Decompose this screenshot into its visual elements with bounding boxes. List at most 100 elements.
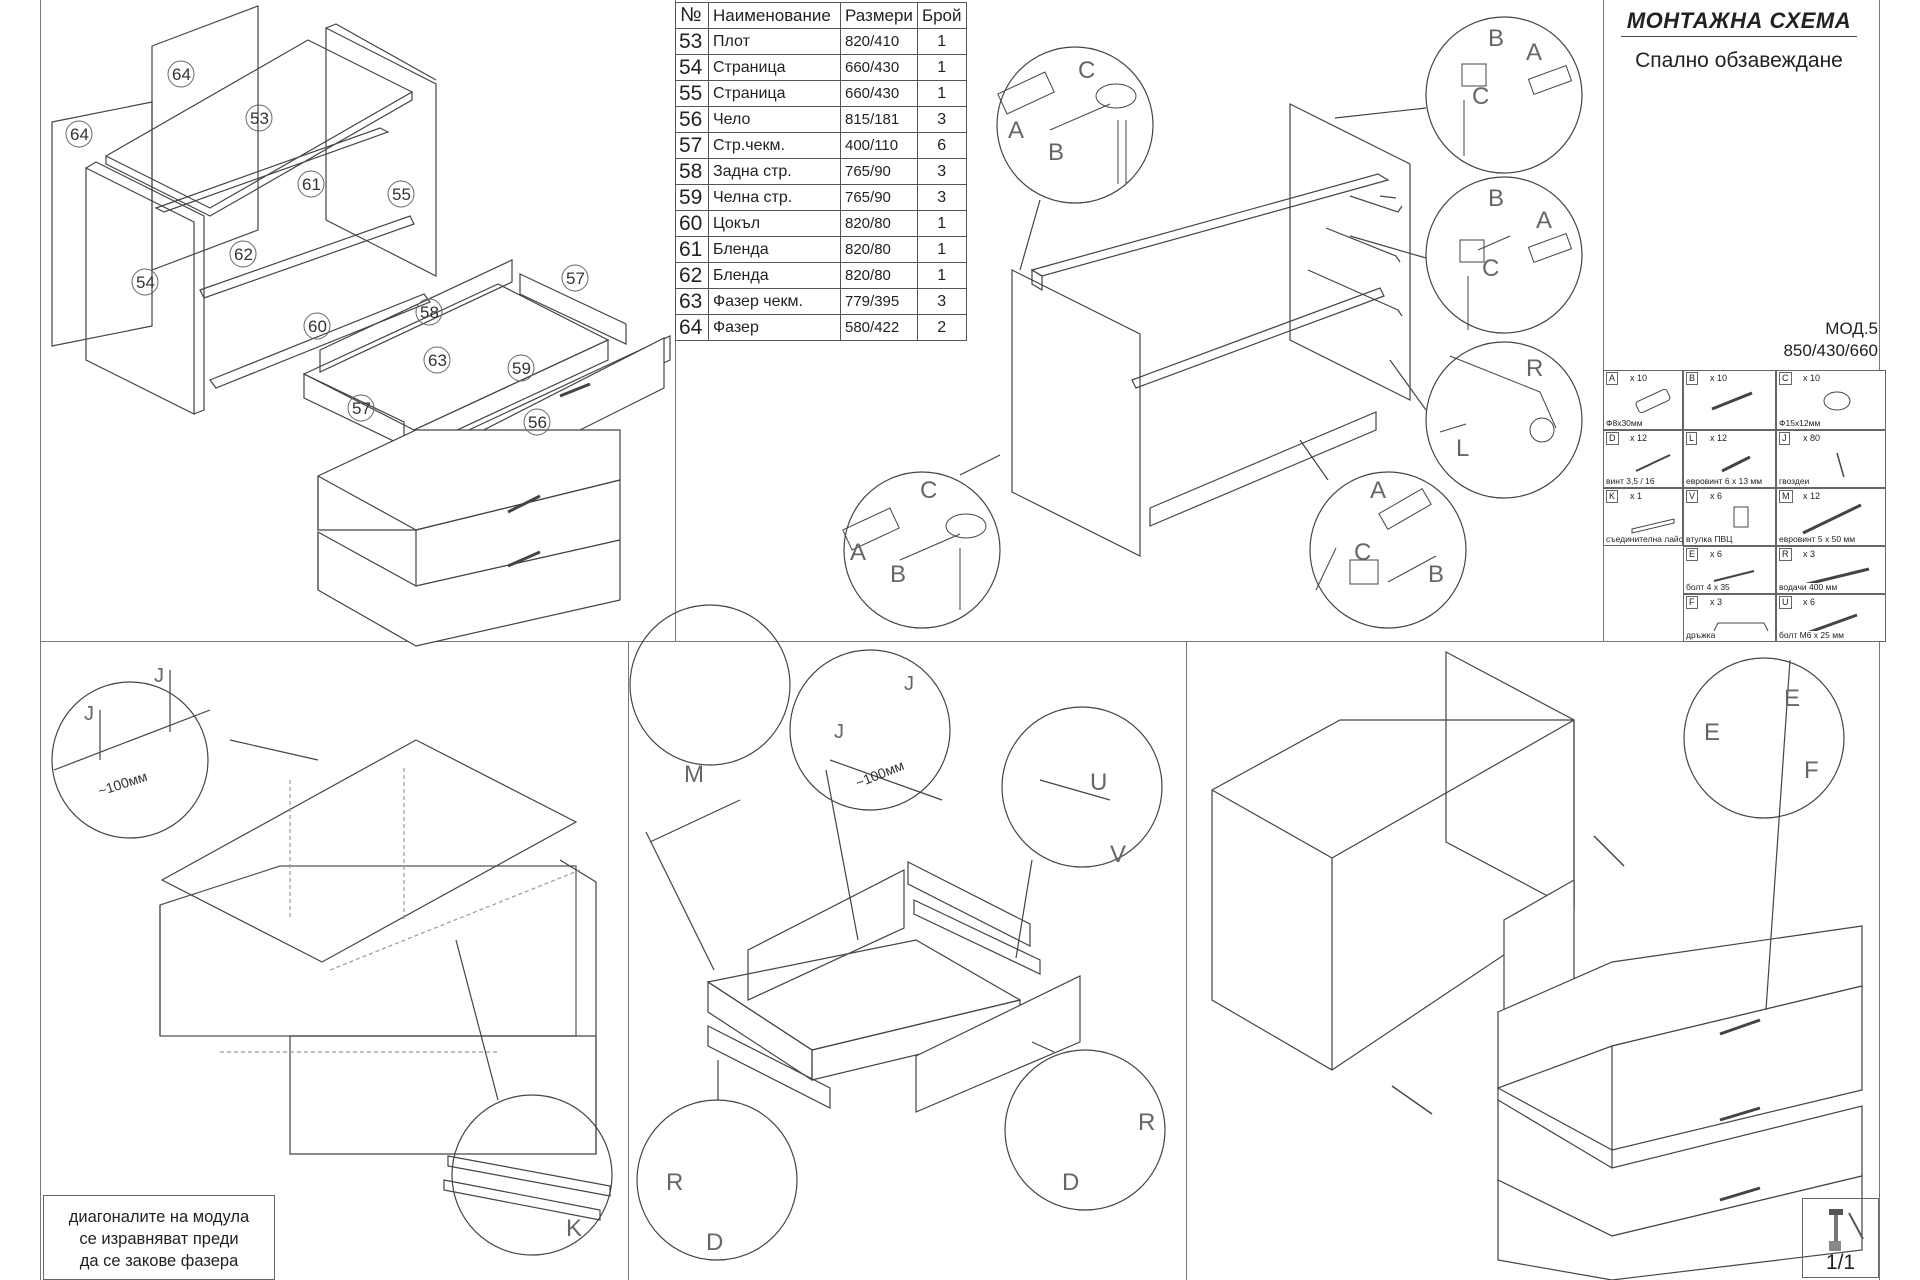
part-label: 64 <box>172 65 191 84</box>
note-line-1: диагоналите на модула <box>68 1208 250 1226</box>
hardware-code: M <box>1779 490 1793 503</box>
part-label: 57 <box>352 399 371 418</box>
letter-r2-c: C <box>1482 255 1499 282</box>
letter-handle-e2: E <box>1704 719 1720 746</box>
hardware-code: J <box>1779 432 1790 445</box>
hardware-count: x 10 <box>1630 373 1648 383</box>
part-qty: 1 <box>916 28 967 55</box>
hardware-code: D <box>1606 432 1619 445</box>
part-label: 57 <box>566 269 585 288</box>
callout-runner-left <box>636 1099 798 1261</box>
arrows <box>1391 835 1625 1115</box>
hardware-name: болт М6 x 25 мм <box>1779 630 1844 640</box>
part-label: 62 <box>234 245 253 264</box>
hardware-count: x 6 <box>1803 597 1816 607</box>
note-line-2: се изравняват преди <box>79 1230 239 1248</box>
letter-runner-r-r: R <box>1138 1109 1155 1136</box>
part-number: 64 <box>675 314 709 341</box>
letter-r1-b: B <box>1488 25 1504 52</box>
tools-icon <box>1829 1209 1864 1251</box>
part-number: 62 <box>675 262 709 289</box>
header-number: № <box>675 2 709 29</box>
part-size: 660/430 <box>840 80 918 107</box>
page-subtitle: Спално обзавеждане <box>1635 49 1843 72</box>
model-info: МОД.5 850/430/660 <box>1750 318 1878 362</box>
part-qty: 1 <box>916 262 967 289</box>
back-panel-assembly <box>51 670 613 1256</box>
part-label: 58 <box>420 303 439 322</box>
hardware-count: x 3 <box>1710 597 1723 607</box>
cam-bolt-icon <box>1711 391 1753 411</box>
part-label-circle <box>415 298 443 326</box>
hardware-name: водачи 400 мм <box>1779 582 1838 592</box>
panel-64-right <box>151 5 259 271</box>
callout-nails-left <box>51 681 209 839</box>
drawer-runner-icon <box>1804 567 1870 583</box>
part-label-circle <box>131 268 159 296</box>
panel-60 <box>209 293 431 389</box>
callout-cam-top <box>996 46 1154 204</box>
callout-screw-u <box>1001 706 1163 868</box>
header-size: Размери <box>840 2 918 29</box>
hardware-code: E <box>1686 548 1699 561</box>
letter-left-c: C <box>920 477 937 504</box>
letter-nail-j2: J <box>154 665 164 687</box>
joining-strip-icon <box>1631 518 1675 534</box>
callout-runner <box>1425 341 1583 499</box>
pvc-sleeve-icon <box>1733 506 1749 528</box>
hardware-name: дръжка <box>1686 630 1716 640</box>
hardware-count: x 6 <box>1710 549 1723 559</box>
hardware-code: B <box>1686 372 1699 385</box>
exploded-view <box>51 5 671 647</box>
hardware-count: x 10 <box>1710 373 1728 383</box>
bolt-icon <box>1713 570 1755 582</box>
part-name: Чело <box>708 106 841 133</box>
part-label-circle <box>303 312 331 340</box>
model-dimensions: 850/430/660 <box>1783 341 1878 360</box>
page-number: 1/1 <box>1825 1251 1856 1274</box>
spacing-labels: ~100мм ~100мм <box>96 757 906 799</box>
part-number: 57 <box>675 132 709 159</box>
part-label: 54 <box>136 273 155 292</box>
part-name: Стр.чекм. <box>708 132 841 159</box>
part-label-circle <box>507 354 535 382</box>
divider-top-2 <box>1603 0 1604 641</box>
letter-top-a: A <box>1008 117 1024 144</box>
frame-left <box>40 0 41 1280</box>
divider-horizontal <box>40 641 1880 642</box>
handle-sketch <box>559 382 591 398</box>
handle-icon <box>1713 622 1769 631</box>
part-label-circle <box>387 180 415 208</box>
callout-cam-right1 <box>1425 16 1583 174</box>
header-name: Наименование <box>708 2 841 29</box>
part-number: 61 <box>675 236 709 263</box>
part-name: Страница <box>708 80 841 107</box>
letter-screw-v: V <box>1110 841 1126 868</box>
letter-nail-j3: J <box>834 721 844 743</box>
note-line-3: да се закове фазера <box>79 1252 239 1270</box>
letter-top-b: B <box>1048 139 1064 166</box>
callout-cam-bottom <box>1309 471 1467 629</box>
divider-bottom-1 <box>628 641 629 1280</box>
letter-runner-l: L <box>1456 435 1469 462</box>
letter-r1-c: C <box>1472 83 1489 110</box>
letter-runner-r-d: D <box>1062 1169 1079 1196</box>
letter-bottom-c: C <box>1354 539 1371 566</box>
part-label: 55 <box>392 185 411 204</box>
letter-left-a: A <box>850 539 866 566</box>
part-qty: 3 <box>916 184 967 211</box>
part-qty: 3 <box>916 158 967 185</box>
part-label-circle <box>245 104 273 132</box>
